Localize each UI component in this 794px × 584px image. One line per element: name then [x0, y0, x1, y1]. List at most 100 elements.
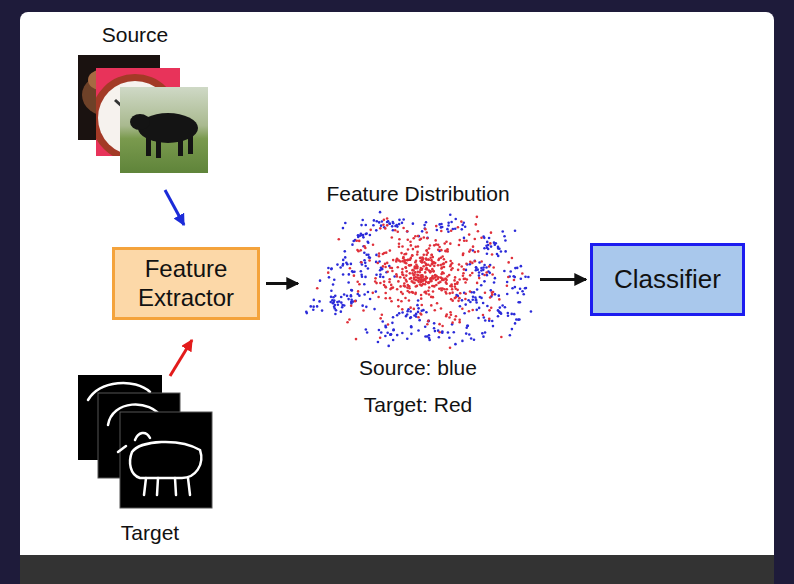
scatter-point [473, 339, 476, 342]
scatter-point [359, 234, 362, 237]
scatter-point [401, 311, 404, 314]
scatter-point [401, 222, 404, 225]
scatter-point [514, 229, 517, 232]
scatter-point [350, 294, 353, 297]
scatter-point [442, 263, 445, 266]
scatter-point [361, 219, 364, 222]
scatter-point [408, 264, 411, 267]
scatter-point [448, 337, 451, 340]
scatter-point [375, 254, 378, 257]
scatter-point [367, 267, 370, 270]
scatter-point [377, 296, 380, 299]
scatter-point [420, 268, 423, 271]
scatter-point [392, 229, 395, 232]
scatter-point [440, 223, 443, 226]
scatter-point [408, 264, 411, 267]
scatter-point [382, 276, 385, 279]
scatter-point [424, 228, 427, 231]
scatter-point [309, 305, 312, 308]
scatter-point [392, 316, 395, 319]
scatter-point [454, 218, 457, 221]
scatter-point [442, 272, 445, 275]
scatter-point [336, 263, 339, 266]
scatter-point [375, 229, 378, 232]
scatter-point [446, 248, 449, 251]
scatter-point [454, 276, 457, 279]
scatter-point [433, 327, 436, 330]
scatter-point [430, 296, 433, 299]
scatter-point [398, 223, 401, 226]
scatter-point [474, 251, 477, 254]
scatter-point [330, 290, 333, 293]
scatter-point [396, 225, 399, 228]
scatter-point [475, 266, 478, 269]
scatter-point [441, 330, 444, 333]
scatter-point [428, 286, 431, 289]
scatter-point [471, 299, 474, 302]
scatter-point [321, 309, 324, 312]
scatter-point [469, 274, 472, 277]
scatter-point [460, 228, 463, 231]
scatter-point [392, 339, 395, 342]
scatter-point [493, 281, 496, 284]
flow-arrow [266, 282, 298, 285]
scatter-point [454, 288, 457, 291]
scatter-point [488, 318, 491, 321]
scatter-point [424, 283, 427, 286]
scatter-point [509, 270, 512, 273]
scatter-point [410, 316, 413, 319]
scatter-point [486, 241, 489, 244]
scatter-point [433, 265, 436, 268]
scatter-point [409, 240, 412, 243]
scatter-point [395, 273, 398, 276]
scatter-point [503, 270, 506, 273]
scatter-point [435, 275, 438, 278]
scatter-point [364, 265, 367, 268]
scatter-point [425, 249, 428, 252]
scatter-point [396, 230, 399, 233]
scatter-point [457, 226, 460, 229]
scatter-point [454, 285, 457, 288]
scatter-point [463, 237, 466, 240]
scatter-point [379, 282, 382, 285]
scatter-point [440, 256, 443, 259]
scatter-plot [302, 210, 534, 350]
scatter-point [392, 328, 395, 331]
scatter-point [360, 261, 363, 264]
scatter-point [384, 335, 387, 338]
scatter-point [330, 268, 333, 271]
scatter-point [499, 306, 502, 309]
scatter-point [425, 311, 428, 314]
scatter-point [481, 332, 484, 335]
scatter-point [312, 308, 315, 311]
scatter-point [432, 261, 435, 264]
scatter-point [483, 280, 486, 283]
scatter-point [333, 299, 336, 302]
scatter-point [443, 266, 446, 269]
scatter-point [461, 299, 464, 302]
scatter-point [450, 221, 453, 224]
scatter-point [349, 267, 352, 270]
scatter-point [400, 252, 403, 255]
scatter-point [430, 253, 433, 256]
scatter-point [425, 231, 428, 234]
scatter-point [425, 263, 428, 266]
scatter-point [417, 235, 420, 238]
scatter-point [438, 336, 441, 339]
card [20, 12, 774, 572]
scatter-point [468, 233, 471, 236]
scatter-point [453, 279, 456, 282]
scatter-point [367, 291, 370, 294]
scatter-point [354, 300, 357, 303]
scatter-point [334, 313, 337, 316]
scatter-point [428, 247, 431, 250]
scatter-point [454, 343, 457, 346]
scatter-point [414, 235, 417, 238]
scatter-point [463, 239, 466, 242]
scatter-point [463, 278, 466, 281]
scatter-point [327, 267, 330, 270]
scatter-point [344, 256, 347, 259]
scatter-point [480, 284, 483, 287]
scatter-point [386, 332, 389, 335]
scatter-point [392, 259, 395, 262]
